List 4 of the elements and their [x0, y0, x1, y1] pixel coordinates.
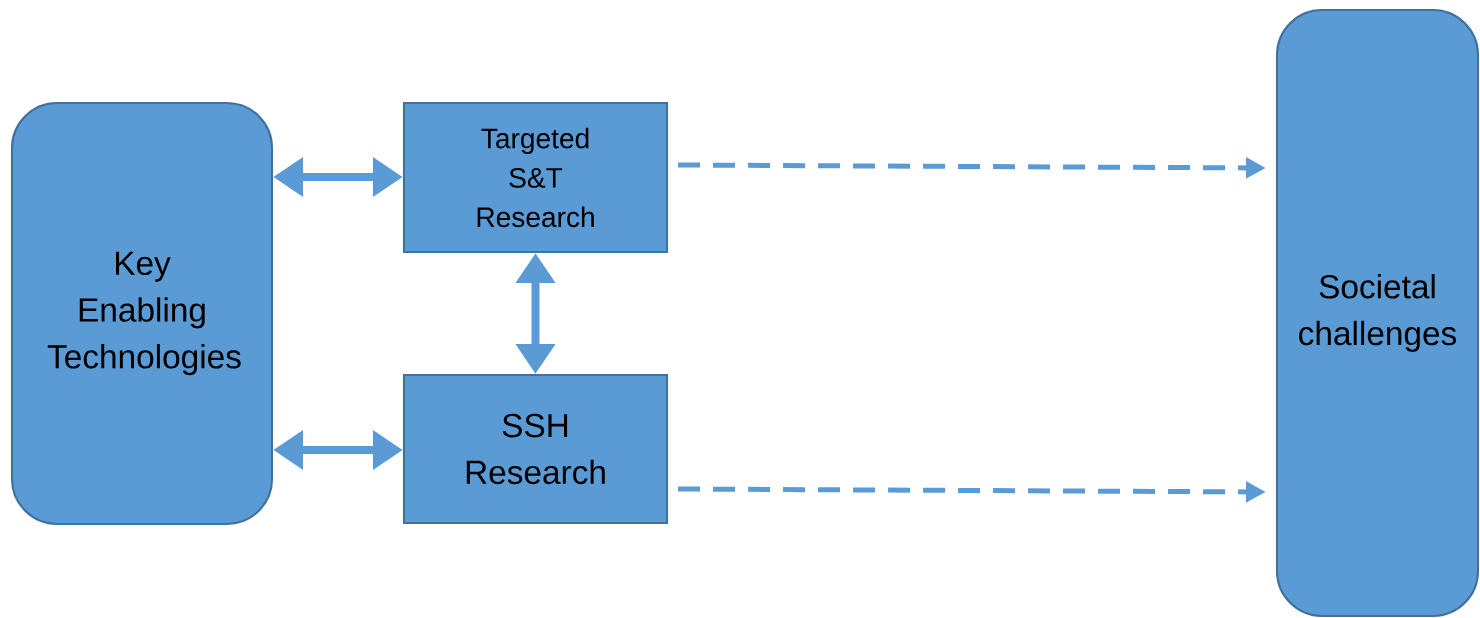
process-box: SSH Research: [402, 373, 669, 525]
rounded-box: Key Enabling Technologies: [10, 101, 274, 526]
process-box: Targeted S&T Research: [402, 101, 669, 254]
rounded-box: Societal challenges: [1275, 8, 1480, 618]
